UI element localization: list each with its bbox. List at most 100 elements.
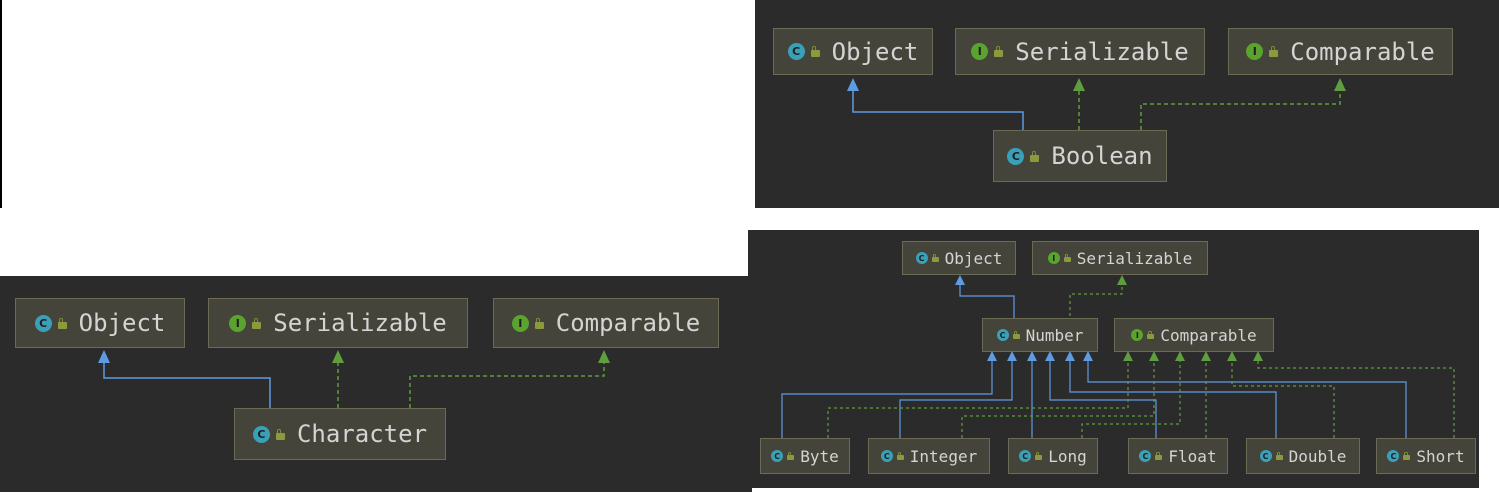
edge-short-extends-number bbox=[1087, 360, 1407, 438]
lock-icon bbox=[1035, 452, 1043, 460]
edge-integer-extends-number bbox=[899, 360, 1013, 438]
edge-character-implements-comparable bbox=[409, 360, 605, 408]
arrow-number-4 bbox=[1045, 351, 1055, 361]
lock-icon bbox=[1012, 331, 1020, 339]
interface-icon: I bbox=[971, 43, 989, 60]
edge-integer-implements-comparable bbox=[961, 360, 1155, 438]
node-serializable[interactable]: I Serializable bbox=[1032, 241, 1208, 275]
arrow-comparable-1 bbox=[1123, 351, 1133, 361]
arrow-comparable bbox=[598, 350, 610, 363]
boolean-edges bbox=[847, 78, 1346, 130]
node-object[interactable]: C Object bbox=[902, 241, 1016, 275]
class-icon: C bbox=[1259, 450, 1272, 462]
interface-icon: I bbox=[511, 314, 529, 332]
class-icon: C bbox=[880, 450, 893, 462]
node-integer[interactable]: C Integer bbox=[868, 438, 990, 474]
lock-icon bbox=[994, 46, 1004, 57]
lock-icon bbox=[896, 452, 904, 460]
edge-double-extends-number bbox=[1069, 360, 1277, 438]
lock-icon bbox=[252, 317, 262, 329]
number-edges bbox=[781, 275, 1455, 438]
node-comparable[interactable]: I Comparable bbox=[1228, 28, 1453, 75]
node-comparable[interactable]: I Comparable bbox=[493, 298, 719, 348]
node-label: Integer bbox=[909, 446, 978, 466]
class-icon: C bbox=[787, 43, 805, 60]
edge-double-implements-comparable bbox=[1231, 360, 1335, 438]
node-label: Byte bbox=[800, 446, 839, 466]
arrow-object bbox=[847, 78, 859, 91]
lock-icon bbox=[275, 428, 285, 440]
arrow-serializable bbox=[1117, 275, 1127, 285]
character-edges bbox=[98, 350, 610, 408]
class-icon: C bbox=[252, 425, 270, 443]
lock-icon bbox=[534, 317, 544, 329]
node-object[interactable]: C Object bbox=[15, 298, 185, 348]
node-label: Boolean bbox=[1051, 142, 1153, 170]
interface-icon: I bbox=[1246, 43, 1264, 60]
node-short[interactable]: C Short bbox=[1376, 438, 1476, 474]
node-comparable[interactable]: I Comparable bbox=[1114, 318, 1274, 352]
arrow-number-2 bbox=[1007, 351, 1017, 361]
arrow-serializable bbox=[1073, 78, 1085, 91]
interface-icon: I bbox=[1047, 252, 1060, 264]
node-serializable[interactable]: I Serializable bbox=[955, 28, 1205, 75]
edge-float-extends-number bbox=[1049, 360, 1157, 438]
node-label: Character bbox=[296, 420, 428, 448]
boolean-diagram: C Object I Serializable I Comparable C B… bbox=[755, 0, 1499, 208]
edge-long-implements-comparable bbox=[1081, 360, 1181, 438]
edge-byte-implements-comparable bbox=[827, 360, 1129, 438]
class-icon: C bbox=[771, 450, 784, 462]
lock-icon bbox=[1269, 46, 1279, 57]
left-edge-mark bbox=[0, 0, 2, 208]
interface-icon: I bbox=[229, 314, 247, 332]
arrow-number-6 bbox=[1083, 351, 1093, 361]
node-serializable[interactable]: I Serializable bbox=[208, 298, 468, 348]
node-label: Double bbox=[1288, 446, 1347, 466]
lock-icon bbox=[787, 452, 795, 460]
lock-icon bbox=[1403, 452, 1411, 460]
edge-character-extends-object bbox=[103, 360, 271, 408]
class-icon: C bbox=[915, 252, 928, 264]
arrow-number-5 bbox=[1065, 351, 1075, 361]
lock-icon bbox=[57, 317, 67, 329]
node-object[interactable]: C Object bbox=[773, 28, 933, 75]
node-label: Serializable bbox=[1015, 37, 1189, 66]
lock-icon bbox=[1063, 254, 1071, 262]
interface-icon: I bbox=[1131, 329, 1144, 341]
arrow-number-1 bbox=[987, 351, 997, 361]
node-label: Short bbox=[1416, 446, 1465, 466]
arrow-comparable-3 bbox=[1175, 351, 1185, 361]
node-label: Object bbox=[78, 309, 166, 337]
node-float[interactable]: C Float bbox=[1128, 438, 1228, 474]
node-label: Object bbox=[944, 248, 1003, 268]
edge-boolean-extends-object bbox=[852, 88, 1024, 130]
class-icon: C bbox=[34, 314, 52, 332]
node-character[interactable]: C Character bbox=[234, 408, 446, 460]
edge-number-extends-object bbox=[959, 284, 1015, 322]
lock-icon bbox=[1275, 452, 1283, 460]
arrow-comparable-6 bbox=[1253, 351, 1263, 361]
node-label: Object bbox=[831, 37, 919, 66]
class-icon: C bbox=[1007, 147, 1025, 165]
lock-icon bbox=[931, 254, 939, 262]
class-icon: C bbox=[1019, 450, 1032, 462]
node-label: Serializable bbox=[273, 309, 447, 337]
arrow-comparable bbox=[1334, 78, 1346, 91]
arrow-serializable bbox=[332, 350, 344, 363]
node-number[interactable]: C Number bbox=[982, 318, 1098, 352]
arrow-comparable-4 bbox=[1201, 351, 1211, 361]
arrow-comparable-5 bbox=[1227, 351, 1237, 361]
arrow-comparable-2 bbox=[1149, 351, 1159, 361]
node-byte[interactable]: C Byte bbox=[760, 438, 850, 474]
lock-icon bbox=[1155, 452, 1163, 460]
arrow-number-3 bbox=[1027, 351, 1037, 361]
node-long[interactable]: C Long bbox=[1008, 438, 1098, 474]
edge-byte-extends-number bbox=[781, 360, 993, 438]
lock-icon bbox=[1147, 331, 1155, 339]
node-label: Comparable bbox=[555, 309, 701, 337]
number-diagram: C Object I Serializable C Number I Compa… bbox=[748, 230, 1479, 488]
node-boolean[interactable]: C Boolean bbox=[993, 130, 1167, 182]
character-diagram: C Object I Serializable I Comparable C C… bbox=[0, 276, 752, 492]
node-double[interactable]: C Double bbox=[1246, 438, 1360, 474]
class-icon: C bbox=[996, 329, 1009, 341]
